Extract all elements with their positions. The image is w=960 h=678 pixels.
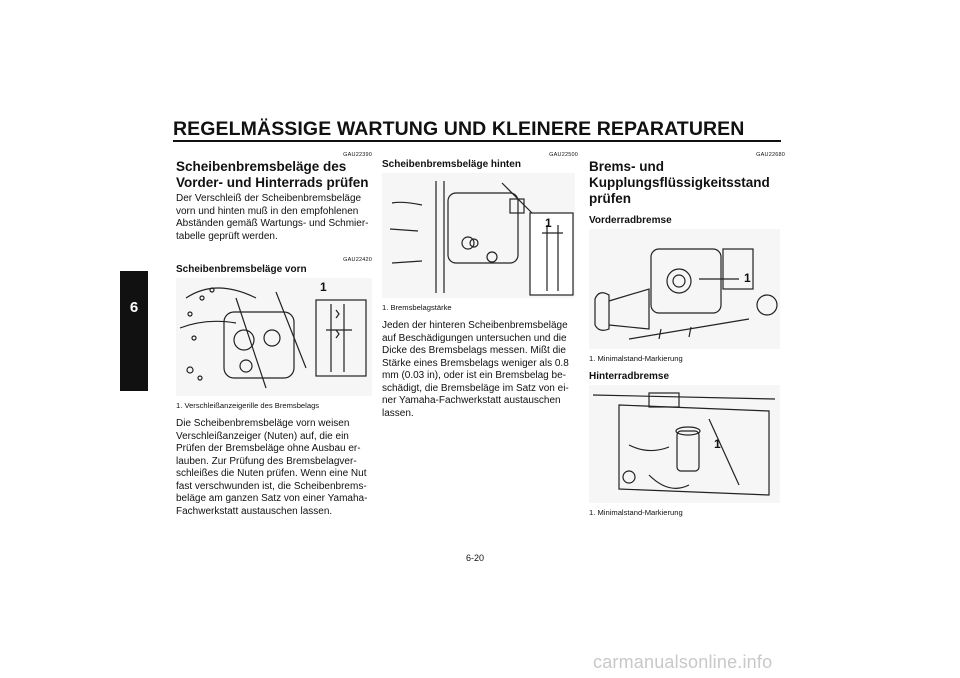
figure-caption: 1. Minimalstand-Markierung — [589, 354, 683, 363]
front-reservoir-illustration — [594, 248, 778, 340]
subheading-rear-pads: Scheibenbremsbeläge hinten — [382, 159, 521, 170]
figure-rear-caliper: 1 — [382, 173, 575, 298]
page-number: 6-20 — [466, 553, 485, 563]
section-code: GAU22500 — [549, 152, 578, 158]
intro-paragraph: Der Verschleiß der Scheibenbremsbeläge v… — [176, 193, 369, 242]
figure-caption: 1. Minimalstand-Markierung — [589, 508, 683, 517]
figure-callout: 1 — [744, 271, 751, 285]
subheading-front-pads: Scheibenbremsbeläge vorn — [176, 264, 307, 275]
figure-callout: 1 — [545, 216, 552, 230]
watermark: carmanualsonline.info — [593, 652, 773, 672]
rear-reservoir-illustration — [592, 392, 776, 496]
figure-callout: 1 — [320, 280, 327, 294]
figure-caption: 1. Bremsbelagstärke — [382, 303, 452, 312]
section-code: GAU22420 — [343, 257, 372, 263]
page-header-title: REGELMÄSSIGE WARTUNG UND KLEINERE REPARA… — [173, 118, 745, 140]
figure-rear-reservoir: 1 — [589, 385, 780, 503]
body-paragraph: Die Scheibenbremsbeläge vorn weisen Vers… — [176, 418, 368, 517]
section-heading: Brems- und Kupplungsflüssigkeitsstand pr… — [589, 159, 770, 206]
figure-caption: 1. Verschleißanzeigerille des Bremsbelag… — [176, 401, 320, 410]
column-rear-brake-pads: GAU22500 Scheibenbremsbeläge hinten 1 1.… — [382, 150, 578, 420]
figure-callout: 1 — [714, 437, 721, 451]
front-caliper-illustration — [179, 287, 367, 389]
chapter-number: 6 — [129, 299, 139, 316]
figure-front-caliper: 1 — [176, 278, 372, 396]
chapter-tab: 6 — [120, 271, 148, 391]
column-fluid-levels: GAU22680 Brems- und Kupplungsflüssigkeit… — [589, 150, 785, 525]
body-paragraph: Jeden der hinteren Scheibenbremsbeläge a… — [382, 320, 569, 419]
subheading-rear-brake: Hinterradbremse — [589, 371, 670, 382]
section-code: GAU22390 — [343, 152, 372, 158]
column-front-brake-pads: GAU22390 Scheibenbremsbeläge des Vorder-… — [176, 150, 372, 518]
figure-front-reservoir: 1 — [589, 229, 780, 349]
section-heading: Scheibenbremsbeläge des Vorder- und Hint… — [176, 159, 369, 190]
section-code: GAU22680 — [756, 152, 785, 158]
subheading-front-brake: Vorderradbremse — [589, 215, 672, 226]
rear-caliper-illustration — [389, 181, 574, 296]
header-rule — [173, 140, 781, 142]
